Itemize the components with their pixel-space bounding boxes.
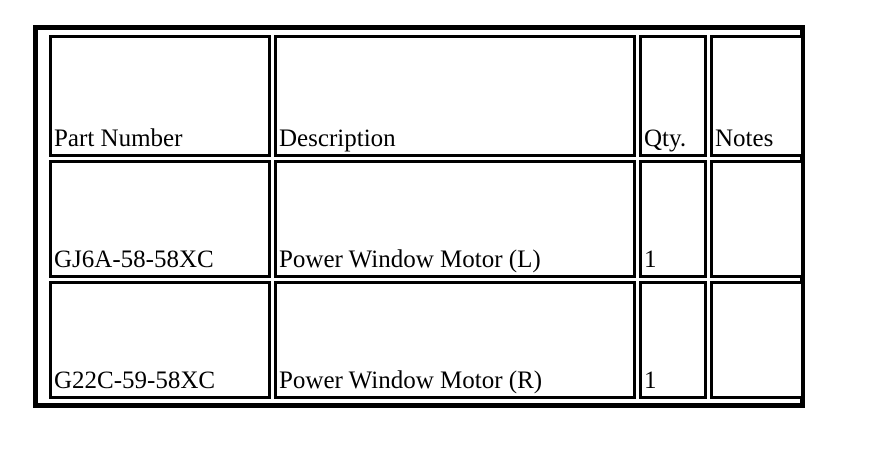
cell-part-number: GJ6A-58-58XC	[49, 160, 271, 278]
table-header-row: Part Number Description Qty. Notes	[49, 35, 804, 157]
cell-description: Power Window Motor (R)	[274, 281, 636, 399]
column-header-qty: Qty.	[639, 35, 707, 157]
cell-part-number: G22C-59-58XC	[49, 281, 271, 399]
cell-qty: 1	[639, 160, 707, 278]
parts-table: Part Number Description Qty. Notes GJ6A-…	[46, 32, 807, 402]
table-row: GJ6A-58-58XC Power Window Motor (L) 1	[49, 160, 804, 278]
column-header-part-number: Part Number	[49, 35, 271, 157]
cell-notes	[710, 281, 804, 399]
table-inner-area: Part Number Description Qty. Notes GJ6A-…	[46, 32, 804, 401]
table-outer-frame: Part Number Description Qty. Notes GJ6A-…	[33, 25, 805, 408]
cell-description: Power Window Motor (L)	[274, 160, 636, 278]
column-header-notes: Notes	[710, 35, 804, 157]
cell-qty: 1	[639, 281, 707, 399]
column-header-description: Description	[274, 35, 636, 157]
table-row: G22C-59-58XC Power Window Motor (R) 1	[49, 281, 804, 399]
cell-notes	[710, 160, 804, 278]
